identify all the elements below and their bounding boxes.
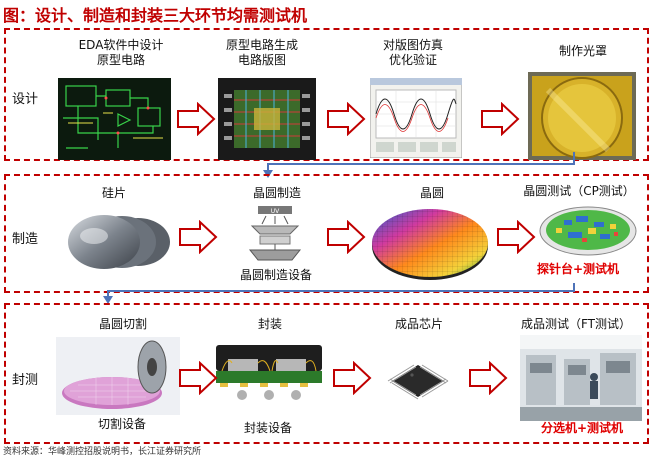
- photomask-image: [528, 72, 636, 160]
- step-caption-packaging: 封装: [257, 317, 282, 331]
- design-panel: 设计 EDA软件中设计 原型电路 原型电路生成 电路版图 对版图仿真 优化验证 …: [4, 28, 649, 161]
- flow-arrow: [327, 220, 366, 254]
- step-caption-ft-test: 成品测试（FT测试）: [520, 317, 632, 331]
- simulation-waveform-image: [370, 78, 462, 158]
- step-caption-wafer-fab: 晶圆制造: [252, 186, 301, 200]
- chip-packaging-image: [216, 345, 322, 400]
- row-label-manufacture: 制造: [12, 232, 39, 247]
- wafer-dicing-image: [56, 337, 180, 415]
- silicon-wafer-image: [68, 215, 170, 269]
- step-caption-packaging-equipment: 封装设备: [243, 421, 292, 435]
- flow-arrow: [333, 361, 372, 395]
- source-note: 资料来源：华峰测控招股说明书，长江证券研究所: [3, 447, 202, 457]
- step-caption-eda: EDA软件中设计 原型电路: [78, 38, 164, 67]
- flow-arrow: [179, 220, 218, 254]
- flow-arrow: [179, 361, 218, 395]
- flow-arrow: [497, 220, 536, 254]
- cp-test-equipment-label: 探针台+测试机: [536, 262, 620, 276]
- uv-label: UV: [271, 208, 280, 215]
- flow-arrow: [177, 102, 216, 136]
- step-caption-wafer: 晶圆: [419, 186, 444, 200]
- ft-test-equipment-label: 分选机+测试机: [540, 421, 624, 435]
- flow-arrow: [327, 102, 366, 136]
- row-label-design: 设计: [12, 92, 39, 107]
- step-caption-simulation: 对版图仿真 优化验证: [382, 38, 443, 67]
- flow-arrow: [481, 102, 520, 136]
- step-caption-finished-chip: 成品芯片: [394, 317, 443, 331]
- row-connector-arrow: [103, 283, 575, 304]
- manufacture-panel: 制造 硅片 晶圆制造 晶圆制造设备 晶圆 晶圆测试（CP测试） 探针台+测试机 …: [4, 174, 649, 293]
- step-caption-cp-test: 晶圆测试（CP测试）: [523, 184, 635, 198]
- finished-chip-image: [387, 364, 449, 400]
- step-caption-wafer-fab-equipment: 晶圆制造设备: [239, 268, 312, 282]
- page-title: 图：设计、制造和封装三大环节均需测试机: [3, 6, 308, 25]
- eda-schematic-image: [58, 78, 171, 160]
- cp-test-wafer-map-image: [539, 206, 637, 256]
- ft-test-machine-image: [520, 335, 642, 421]
- step-caption-layout: 原型电路生成 电路版图: [225, 38, 298, 67]
- wafer-fab-equipment-image: UV: [248, 206, 302, 261]
- row-label-packaging: 封测: [12, 373, 39, 388]
- step-caption-dicing: 晶圆切割: [98, 317, 147, 331]
- flow-arrow: [469, 361, 508, 395]
- step-caption-silicon: 硅片: [101, 186, 126, 200]
- step-caption-dicing-equipment: 切割设备: [97, 417, 146, 431]
- circuit-layout-image: [218, 78, 316, 160]
- step-caption-mask: 制作光罩: [558, 44, 607, 58]
- wafer-image: [372, 209, 488, 280]
- packaging-panel: 封测 晶圆切割 切割设备 封装 封装设备 成品芯片 成品测试（FT测试） 分选机…: [4, 303, 649, 444]
